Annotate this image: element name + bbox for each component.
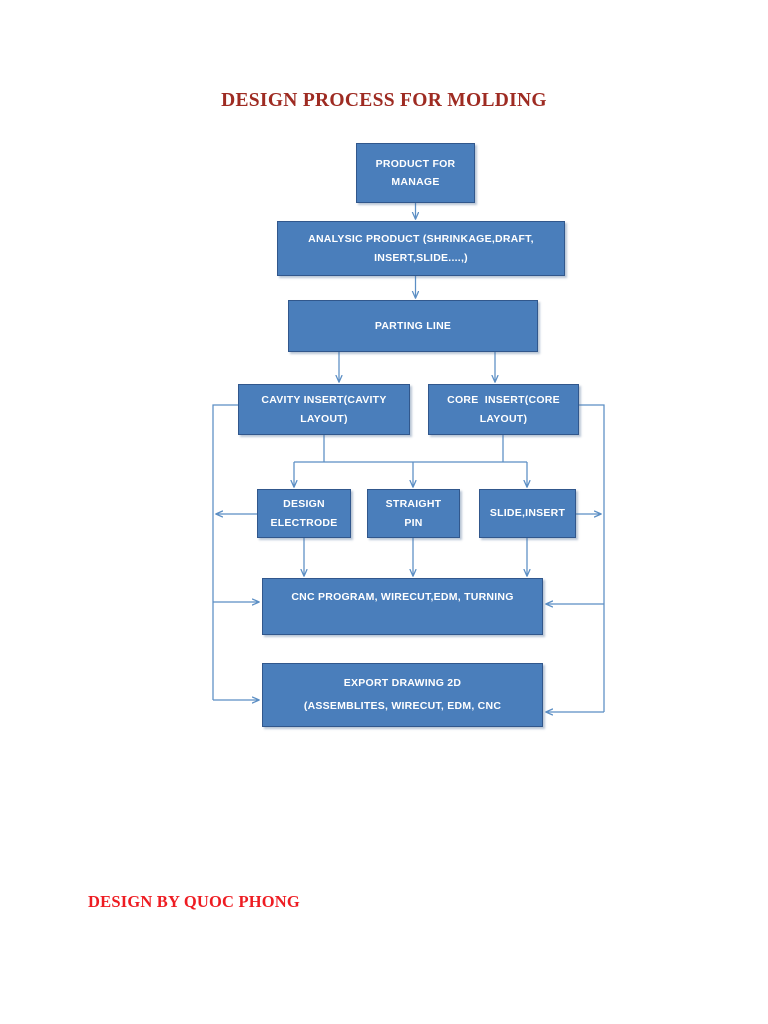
node-line: MANAGE	[391, 176, 440, 188]
node-line: ELECTRODE	[270, 516, 338, 529]
node-slide-insert[interactable]: SLIDE,INSERT	[479, 489, 576, 538]
node-line: STRAIGHT	[385, 498, 442, 511]
node-parting-line[interactable]: PARTING LINE	[288, 300, 538, 352]
page-title: DESIGN PROCESS FOR MOLDING	[221, 90, 547, 111]
node-cavity-insert[interactable]: CAVITY INSERT(CAVITY LAYOUT)	[238, 384, 410, 435]
node-line: PARTING LINE	[374, 319, 452, 332]
node-line: LAYOUT)	[479, 412, 528, 425]
node-design-electrode[interactable]: DESIGN ELECTRODE	[257, 489, 351, 538]
node-export-drawing[interactable]: EXPORT DRAWING 2D (ASSEMBLITES, WIRECUT,…	[262, 663, 543, 727]
node-line: (ASSEMBLITES, WIRECUT, EDM, CNC	[303, 699, 502, 712]
node-analysic-product[interactable]: ANALYSIC PRODUCT (SHRINKAGE,DRAFT, INSER…	[277, 221, 565, 276]
node-cnc-program[interactable]: CNC PROGRAM, WIRECUT,EDM, TURNING	[262, 578, 543, 635]
node-core-insert[interactable]: CORE INSERT(CORE LAYOUT)	[428, 384, 579, 435]
node-straight-pin[interactable]: STRAIGHT PIN	[367, 489, 460, 538]
node-line: ANALYSIC PRODUCT (SHRINKAGE,DRAFT,	[308, 233, 534, 246]
node-line: SLIDE,INSERT	[489, 507, 566, 520]
node-line: INSERT,SLIDE....,)	[374, 251, 468, 264]
node-line: CNC PROGRAM, WIRECUT,EDM, TURNING	[291, 591, 514, 603]
node-line: CAVITY INSERT(CAVITY	[261, 394, 387, 407]
node-line: DESIGN	[283, 498, 325, 511]
edge-cavity-to-left-rail	[212, 404, 238, 700]
footer-credit: DESIGN BY QUOC PHONG	[88, 892, 300, 911]
node-line: EXPORT DRAWING 2D	[343, 676, 462, 689]
node-line: CORE INSERT(CORE	[447, 394, 560, 407]
node-line: PIN	[404, 516, 423, 529]
node-line: LAYOUT)	[300, 412, 348, 425]
node-line: PRODUCT FOR	[375, 157, 456, 170]
edge-core-to-right-rail	[579, 404, 605, 712]
node-product-for-manage[interactable]: PRODUCT FOR MANAGE	[356, 143, 475, 203]
